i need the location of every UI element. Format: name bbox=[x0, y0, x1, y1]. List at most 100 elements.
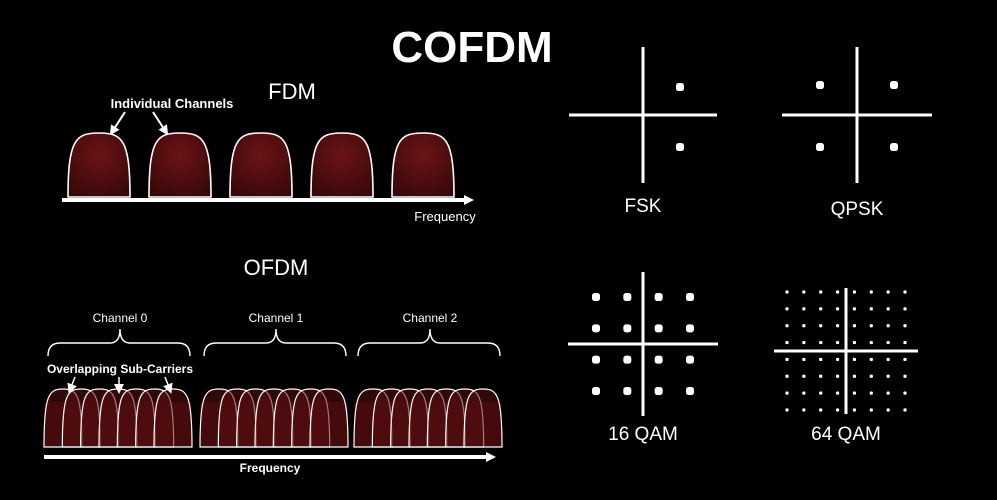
constellation-label: FSK bbox=[625, 196, 662, 217]
constellation-point bbox=[802, 307, 806, 311]
constellation-point bbox=[869, 290, 873, 294]
constellation-point bbox=[886, 374, 890, 378]
constellation-16-qam: 16 QAM bbox=[568, 272, 718, 445]
constellation-point bbox=[686, 293, 694, 301]
constellation-point bbox=[835, 408, 840, 412]
fdm-channel-humps bbox=[67, 132, 455, 198]
ofdm-channel-brace bbox=[203, 328, 347, 357]
constellation-point bbox=[802, 324, 806, 328]
overlapping-subcarriers-callout: Overlapping Sub-Carriers bbox=[47, 362, 193, 376]
constellation-point bbox=[686, 324, 694, 333]
constellation-point bbox=[819, 357, 823, 362]
subcarrier-arrow-3 bbox=[163, 376, 173, 394]
constellation-point bbox=[592, 355, 600, 364]
subcarrier-arrow-1 bbox=[67, 376, 77, 394]
constellation-point bbox=[852, 357, 857, 362]
constellation-label: 16 QAM bbox=[608, 424, 678, 445]
constellation-point bbox=[785, 408, 789, 412]
constellation-point bbox=[819, 374, 823, 378]
constellation-point bbox=[869, 357, 873, 362]
constellation-point bbox=[886, 357, 890, 362]
constellation-point bbox=[903, 324, 907, 328]
constellation-point bbox=[886, 340, 890, 345]
constellation-point bbox=[852, 307, 857, 311]
constellation-point bbox=[785, 357, 789, 362]
callout-arrow-left bbox=[109, 111, 126, 136]
constellation-point bbox=[869, 391, 873, 395]
constellation-point bbox=[623, 293, 632, 301]
constellation-point bbox=[903, 340, 907, 345]
fdm-channel-hump bbox=[391, 132, 455, 198]
constellation-point bbox=[869, 340, 873, 345]
constellation-point bbox=[835, 290, 840, 294]
ofdm-section: OFDM Channel 0 Channel 1 Channel 2 Overlap… bbox=[43, 255, 503, 475]
fdm-section: FDM Individual Channels Frequency bbox=[62, 79, 476, 224]
constellation-fsk: FSK bbox=[569, 47, 717, 217]
constellation-point bbox=[592, 324, 600, 333]
constellation-point bbox=[835, 391, 840, 395]
constellation-point bbox=[802, 290, 806, 294]
fdm-channel-hump bbox=[148, 132, 212, 198]
constellation-point bbox=[654, 324, 663, 333]
constellation-point bbox=[819, 391, 823, 395]
constellation-point bbox=[835, 340, 840, 345]
ofdm-subcarrier bbox=[463, 388, 503, 448]
constellation-64-qam: 64 QAM bbox=[774, 288, 918, 445]
constellation-point bbox=[623, 387, 632, 395]
constellation-point bbox=[654, 355, 663, 364]
ofdm-channel-label: Channel 2 bbox=[403, 311, 458, 325]
constellation-point bbox=[819, 307, 823, 311]
constellation-point bbox=[835, 357, 840, 362]
constellation-point bbox=[802, 357, 806, 362]
ofdm-channel-label: Channel 1 bbox=[249, 311, 304, 325]
constellation-label: QPSK bbox=[831, 199, 884, 220]
constellation-label: 64 QAM bbox=[811, 424, 881, 445]
constellation-point bbox=[785, 290, 789, 294]
constellation-point bbox=[819, 340, 823, 345]
constellation-point bbox=[802, 374, 806, 378]
constellation-point bbox=[869, 374, 873, 378]
fdm-channel-hump bbox=[67, 132, 131, 198]
constellation-point bbox=[676, 143, 684, 151]
constellation-point bbox=[852, 391, 857, 395]
constellation-point bbox=[903, 307, 907, 311]
constellation-point bbox=[903, 374, 907, 378]
constellation-qpsk: QPSK bbox=[782, 47, 932, 220]
ofdm-channel-group: Channel 0 bbox=[43, 311, 193, 448]
constellation-point bbox=[785, 307, 789, 311]
constellation-point bbox=[869, 307, 873, 311]
ofdm-channel-group: Channel 1 bbox=[199, 311, 349, 448]
main-title: COFDM bbox=[391, 23, 552, 72]
constellation-point bbox=[654, 387, 663, 395]
constellation-point bbox=[903, 408, 907, 412]
constellation-point bbox=[592, 293, 600, 301]
constellation-point bbox=[686, 355, 694, 364]
constellation-point bbox=[886, 408, 890, 412]
constellation-point bbox=[852, 340, 857, 345]
ofdm-channel-brace bbox=[357, 328, 501, 357]
constellation-point bbox=[835, 324, 840, 328]
constellation-point bbox=[852, 408, 857, 412]
constellation-point bbox=[654, 293, 663, 301]
constellation-point bbox=[802, 391, 806, 395]
constellation-point bbox=[686, 387, 694, 395]
constellation-point bbox=[623, 324, 632, 333]
callout-arrow-right bbox=[152, 111, 169, 136]
constellation-point bbox=[903, 357, 907, 362]
constellation-point bbox=[890, 81, 898, 89]
fdm-frequency-label: Frequency bbox=[414, 209, 476, 224]
constellation-point bbox=[592, 387, 600, 395]
constellation-point bbox=[816, 81, 824, 89]
constellation-point bbox=[816, 143, 824, 151]
constellation-point bbox=[852, 374, 857, 378]
constellation-point bbox=[785, 340, 789, 345]
ofdm-heading: OFDM bbox=[244, 255, 309, 280]
constellation-point bbox=[852, 290, 857, 294]
ofdm-channel-group: Channel 2 bbox=[353, 311, 503, 448]
constellation-point bbox=[676, 83, 684, 91]
fdm-channel-hump bbox=[310, 132, 374, 198]
constellation-point bbox=[869, 324, 873, 328]
constellation-point bbox=[835, 374, 840, 378]
constellation-point bbox=[623, 355, 632, 364]
